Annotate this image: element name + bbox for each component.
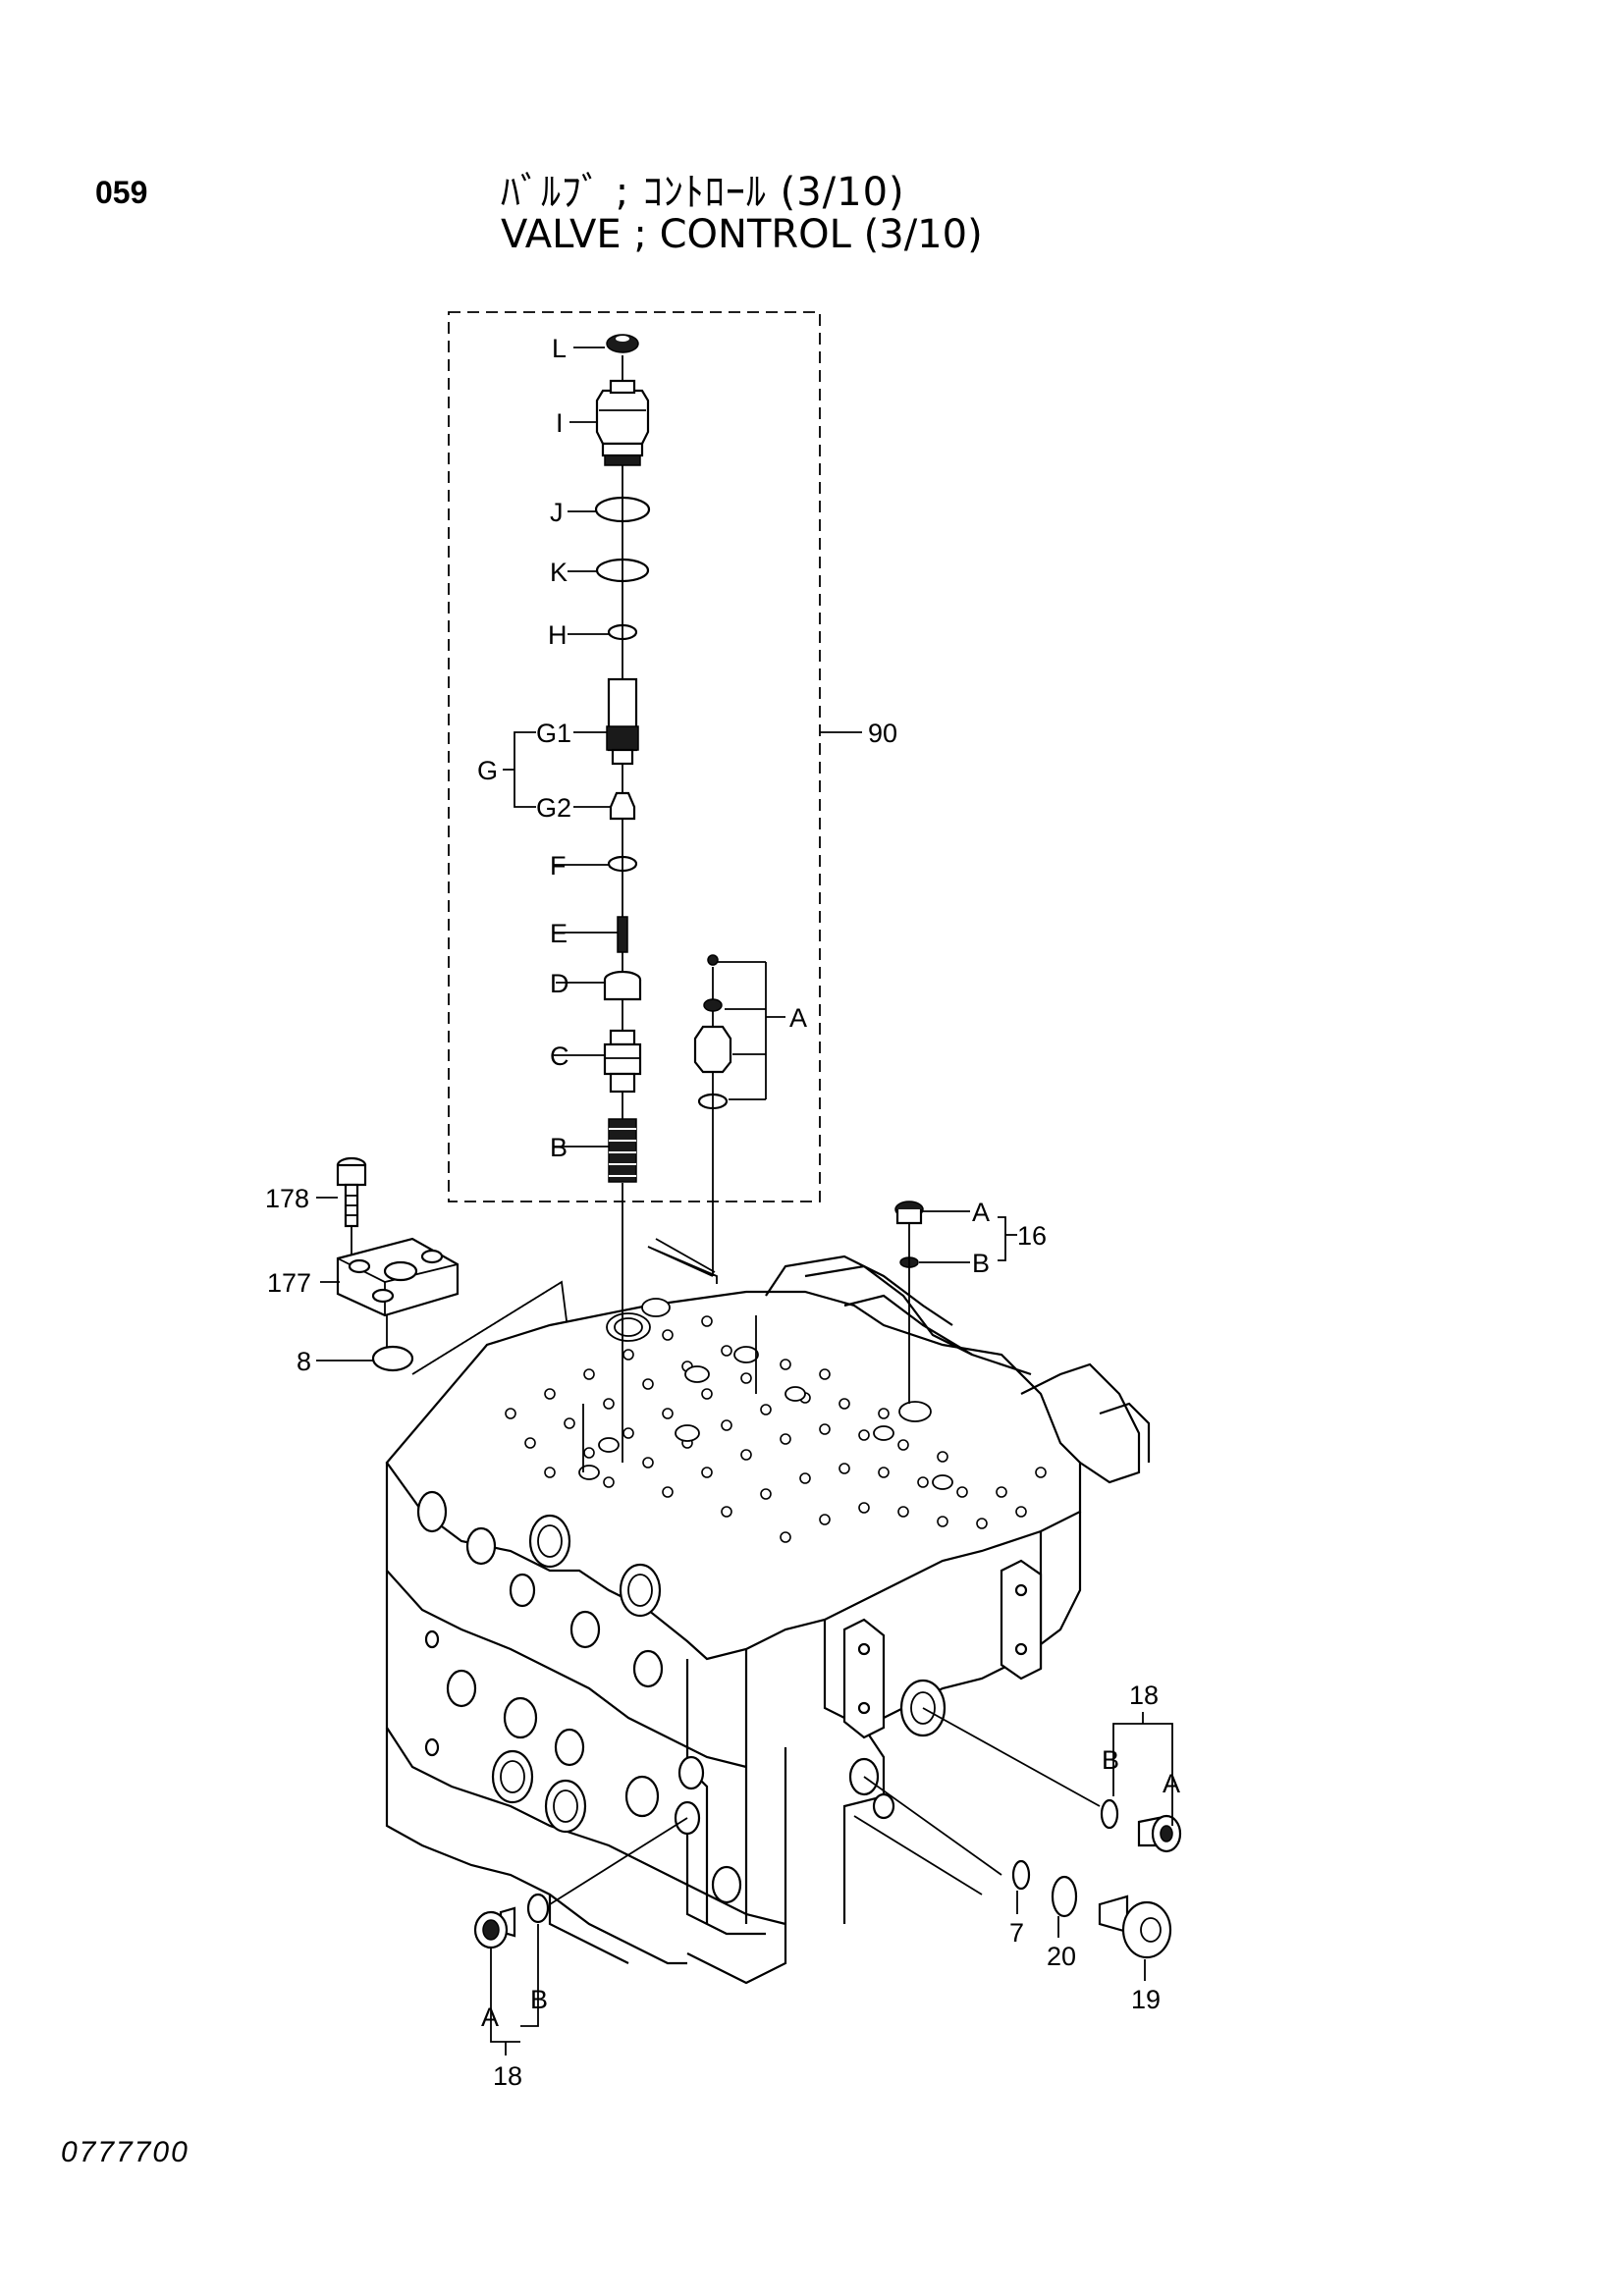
part-D-retainer [603, 970, 642, 1001]
page-title-english: VALVE ; CONTROL (3/10) [501, 212, 983, 257]
callout-8: 8 [297, 1347, 311, 1376]
part-18-right-ring [1100, 1798, 1119, 1830]
callout-E: E [550, 919, 568, 948]
control-valve-body [385, 1255, 1151, 1985]
part-8-oring [371, 1345, 414, 1372]
callout-7: 7 [1009, 1918, 1024, 1948]
kit-90-boundary [448, 311, 821, 1202]
callout-18-left: 18 [493, 2061, 522, 2091]
part-19-plug [1098, 1895, 1172, 1959]
part-16A-plug [894, 1201, 924, 1225]
part-E-spring [617, 916, 628, 953]
callout-F: F [550, 851, 567, 881]
document-code: 0777700 [61, 2136, 189, 2168]
callout-18-left-B: B [530, 1985, 548, 2014]
part-L-cap [606, 334, 639, 353]
part-H-ring [607, 623, 638, 641]
callout-B: B [550, 1133, 568, 1162]
callout-G: G [477, 756, 498, 785]
part-C-piston [603, 1029, 642, 1094]
callout-16: 16 [1017, 1221, 1047, 1251]
part-178-bolt [336, 1156, 367, 1228]
callout-178: 178 [265, 1184, 309, 1213]
callout-A-bracket [717, 961, 785, 1100]
part-18-right-plug [1137, 1814, 1182, 1853]
callout-18-right-B: B [1102, 1745, 1119, 1775]
part-18-left-ring [526, 1893, 550, 1924]
part-20-oring [1051, 1875, 1078, 1918]
callout-16B: B [972, 1249, 990, 1278]
callout-G2: G2 [536, 793, 571, 823]
part-7-ring [1011, 1859, 1031, 1891]
part-18-left-plug [473, 1906, 516, 1949]
part-G2-seat [609, 791, 636, 821]
callout-18-right-A: A [1163, 1769, 1180, 1798]
callout-A: A [789, 1003, 807, 1033]
callout-J: J [550, 498, 564, 527]
callout-D: D [550, 969, 569, 998]
callout-I: I [556, 408, 564, 438]
callout-19: 19 [1131, 1985, 1161, 2014]
callout-K: K [550, 558, 568, 587]
part-I-plug [595, 379, 650, 466]
page-title-japanese: ﾊﾞﾙﾌﾞ ; ｺﾝﾄﾛｰﾙ (3/10) [501, 170, 905, 215]
part-G1-poppet [606, 677, 639, 766]
part-B-spring [608, 1118, 637, 1183]
part-A-assembly [693, 954, 732, 1276]
callout-177: 177 [267, 1268, 311, 1298]
callout-20: 20 [1047, 1942, 1076, 1971]
part-K-oring [595, 558, 650, 583]
part-177-flange [336, 1237, 460, 1317]
callout-18-left-A: A [481, 2002, 499, 2032]
callout-L: L [552, 334, 567, 363]
part-J-oring [594, 496, 651, 523]
callout-90: 90 [868, 719, 897, 748]
callout-C: C [550, 1041, 569, 1071]
callout-H: H [548, 620, 568, 650]
callout-16A: A [972, 1198, 990, 1227]
callout-18-right: 18 [1129, 1681, 1159, 1710]
callout-G1: G1 [536, 719, 571, 748]
page-number: 059 [95, 175, 148, 210]
part-F-ring [607, 855, 638, 873]
